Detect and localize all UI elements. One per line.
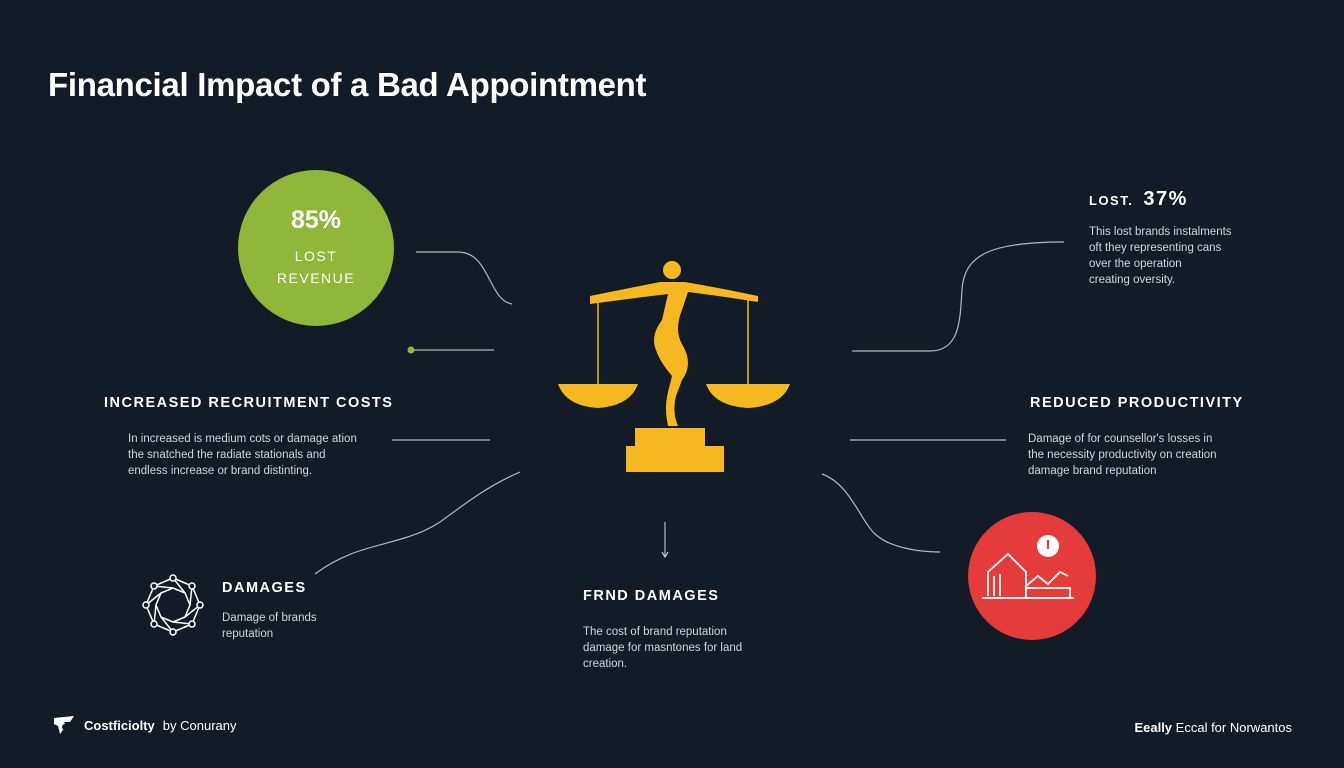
footer-right: Eeally Eccal for Norwantos <box>1134 720 1292 735</box>
location-pin-icon <box>1037 535 1059 557</box>
brand-damages-heading: FRND DAMAGES <box>583 588 720 604</box>
lost-revenue-label-2: REVENUE <box>276 270 356 286</box>
damages-line: reputation <box>222 628 274 640</box>
declining-house-chart-icon <box>982 535 1074 599</box>
connector-dot <box>407 346 415 354</box>
damages-description: Damage of brands reputation <box>222 610 317 642</box>
reduced-line: damage brand reputation <box>1028 465 1157 477</box>
footer-brand: Costficiolty <box>84 717 155 733</box>
lost-revenue-label-1: LOST <box>294 248 338 264</box>
brand-damages-line: damage for masntones for land <box>583 642 743 654</box>
lost-label: LOST. <box>1089 193 1134 208</box>
network-ring-icon <box>142 574 204 636</box>
scales-of-justice-icon <box>558 261 790 472</box>
damages-heading: DAMAGES <box>222 580 307 596</box>
reduced-line: Damage of for counsellor's losses in <box>1028 433 1213 445</box>
company-logo-icon <box>54 716 74 734</box>
lost-revenue-value: 85% <box>290 206 342 234</box>
footer-brand-suffix: by Conurany <box>162 717 237 733</box>
lost-line: over the operation <box>1089 258 1182 270</box>
reduced-productivity-description: Damage of for counsellor's losses in the… <box>1028 431 1217 479</box>
lost-value: 37% <box>1143 188 1188 210</box>
productivity-decline-circle <box>968 512 1096 640</box>
increased-line: endless increase or brand distinting. <box>128 465 313 477</box>
reduced-productivity-heading: REDUCED PRODUCTIVITY <box>1030 395 1244 411</box>
lost-line: creating oversity. <box>1089 274 1176 286</box>
lost-description: This lost brands instalments oft they re… <box>1089 224 1259 288</box>
increased-line: In increased is medium cots or damage at… <box>128 433 357 445</box>
connector-lost <box>852 241 1065 352</box>
lost-heading: LOST. 37% <box>1089 188 1188 211</box>
damages-line: Damage of brands <box>222 612 317 624</box>
increased-line: the snatched the radiate stationals and <box>128 449 326 461</box>
footer-right-bold: Eeally <box>1134 720 1173 735</box>
connector-red <box>821 473 941 553</box>
lost-revenue-stat-circle: 85% LOST REVENUE <box>238 170 394 326</box>
lost-line: This lost brands instalments <box>1089 226 1232 238</box>
increased-recruitment-description: In increased is medium cots or damage at… <box>128 431 357 479</box>
lost-line: oft they representing cans <box>1089 242 1222 254</box>
connector-green-top <box>416 251 513 305</box>
brand-damages-description: The cost of brand reputation damage for … <box>583 624 742 672</box>
increased-recruitment-heading: INCREASED RECRUITMENT COSTS <box>104 395 394 411</box>
brand-damages-line: creation. <box>583 658 628 670</box>
footer-left: Costficiolty by Conurany <box>52 714 237 736</box>
page-title: Financial Impact of a Bad Appointment <box>48 66 647 103</box>
brand-damages-line: The cost of brand reputation <box>583 626 727 638</box>
footer-right-text: Eccal for Norwantos <box>1175 720 1292 735</box>
reduced-line: the necessity productivity on creation <box>1028 449 1217 461</box>
connector-damages <box>314 471 521 575</box>
